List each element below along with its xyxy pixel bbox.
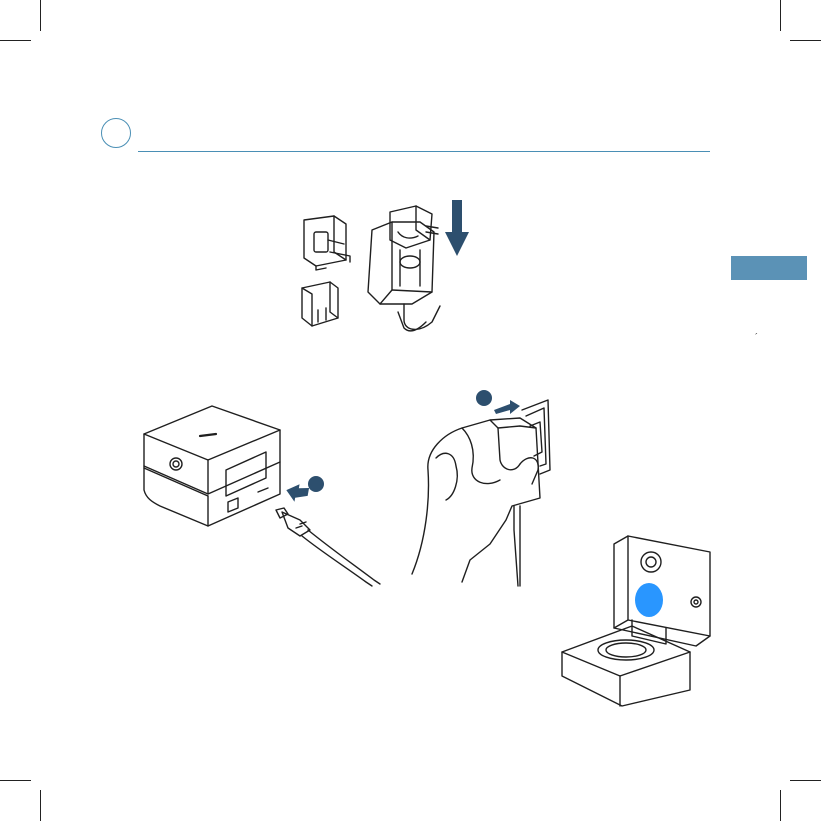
usb-cable-icon	[276, 508, 380, 586]
adapter-plug-us-icon	[302, 282, 338, 326]
blue-led-glow-icon	[635, 583, 663, 617]
power-adapter-icon	[368, 206, 440, 331]
plug-in-arrow-icon	[476, 390, 520, 414]
down-arrow-icon	[445, 200, 469, 256]
insert-cable-arrow-icon	[285, 476, 324, 504]
hand-plugging-adapter-icon	[412, 418, 540, 586]
base-station-icon	[144, 406, 280, 526]
adapter-plug-uk-icon	[304, 216, 350, 270]
camera-base-led-icon	[562, 536, 710, 706]
